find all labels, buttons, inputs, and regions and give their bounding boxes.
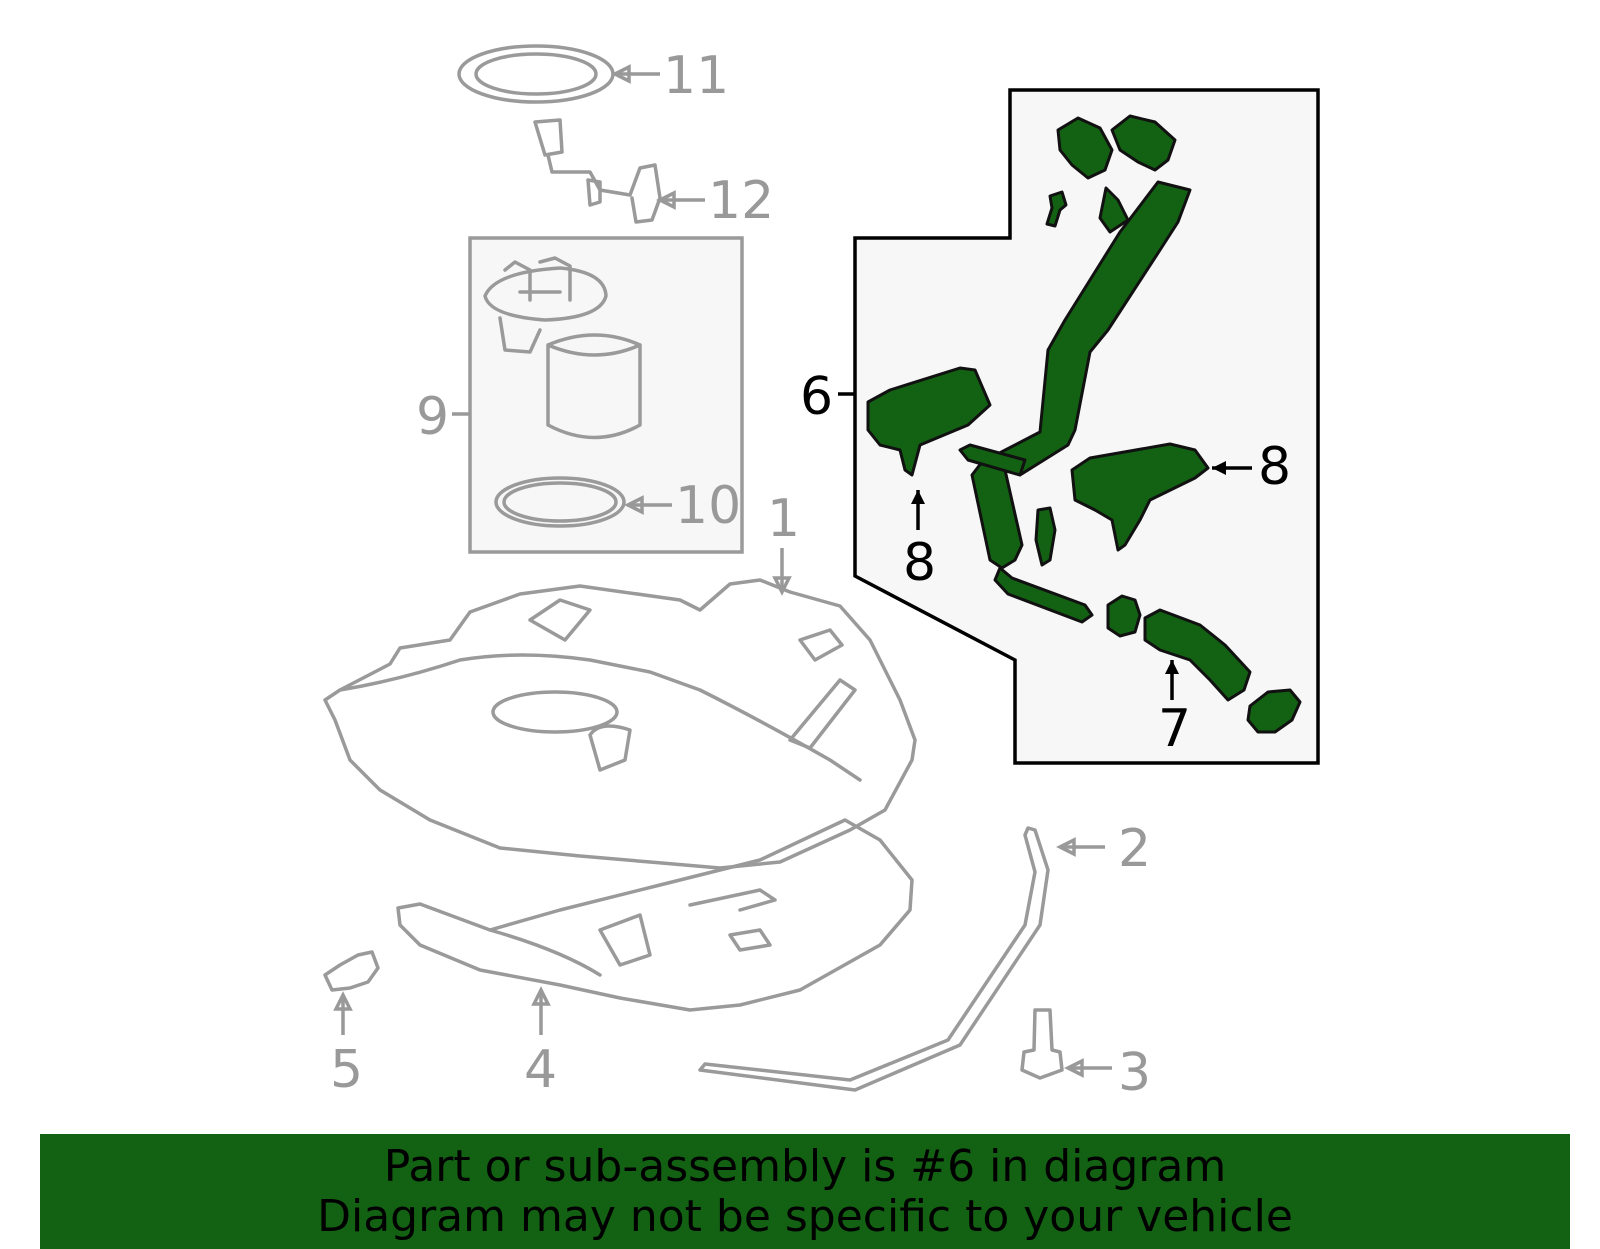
filler-top-cover-right [1110, 114, 1177, 172]
fuel-tank-outline [323, 578, 917, 870]
callout-6: 6 [800, 367, 833, 427]
part-10-seal-ring-inner [502, 481, 618, 523]
fuel-tank-details [528, 598, 857, 772]
part-4-tank-shield[interactable] [396, 818, 914, 1012]
heat-shield-right [1070, 442, 1210, 552]
part-10-seal-ring[interactable] [494, 476, 626, 528]
callout-11: 11 [663, 46, 729, 106]
filler-bolt [1045, 190, 1068, 228]
part-3-bolt[interactable] [1020, 1008, 1064, 1080]
callout-7: 7 [1158, 699, 1191, 759]
callout-5: 5 [330, 1040, 363, 1100]
filler-clip [1034, 506, 1057, 567]
fuel-pump-flange [483, 266, 608, 322]
info-banner: Part or sub-assembly is #6 in diagram Di… [40, 1134, 1570, 1249]
filler-hose [1143, 608, 1252, 702]
part-1-fuel-tank[interactable] [323, 578, 917, 870]
fuel-pump-reservoir [546, 333, 642, 440]
tank-shield-outline [396, 818, 914, 1012]
banner-line-1: Part or sub-assembly is #6 in diagram [383, 1141, 1227, 1192]
callout-2: 2 [1118, 819, 1151, 879]
filler-cap [1246, 688, 1302, 734]
filler-breather-line [1098, 186, 1130, 234]
filler-pipe-main [970, 180, 1192, 570]
part-5-grommet[interactable] [323, 950, 380, 992]
callout-8-right: 8 [1258, 437, 1291, 497]
lock-ring-inner [474, 52, 598, 96]
callout-3: 3 [1118, 1043, 1151, 1103]
leader-lines [333, 64, 1252, 1078]
filler-bracket [958, 443, 1027, 477]
banner-line-2: Diagram may not be specific to your vehi… [317, 1191, 1293, 1242]
fuel-pump-top-fittings [503, 256, 572, 302]
heat-shield-left [866, 366, 992, 477]
hose-clamp [1106, 594, 1142, 638]
callout-4: 4 [524, 1040, 557, 1100]
callout-9: 9 [416, 387, 449, 447]
callout-8-left: 8 [903, 533, 936, 593]
part-6-filler-assembly[interactable] [866, 114, 1302, 734]
callout-1: 1 [767, 489, 800, 549]
part-9-fuel-pump-module[interactable] [483, 256, 642, 440]
fuel-pump-bracket [498, 316, 542, 354]
part-2-tank-strap[interactable] [698, 826, 1050, 1092]
part-6-group-box [853, 88, 1320, 765]
fuel-tank-top-ridge [338, 653, 862, 782]
callout-10: 10 [675, 476, 741, 536]
filler-pipe-lower [993, 566, 1094, 624]
part-11-lock-ring[interactable] [457, 44, 615, 104]
part-12-wiring-harness[interactable] [533, 118, 662, 224]
callout-12: 12 [708, 171, 774, 231]
fuel-tank-pump-opening [491, 690, 619, 734]
tank-shield-ribs [488, 888, 777, 977]
filler-top-cover-left [1056, 116, 1114, 180]
